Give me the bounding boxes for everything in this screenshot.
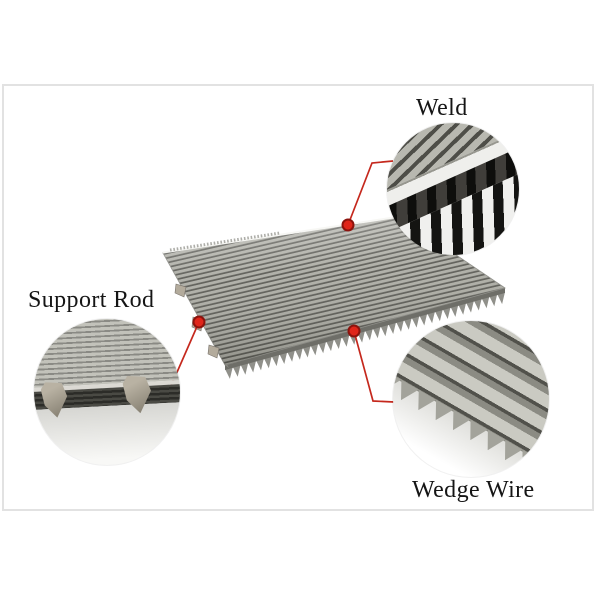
support-rod-marker-dot	[192, 315, 206, 329]
support-rod-end-nub	[174, 283, 187, 298]
weld-leader-line	[347, 160, 394, 226]
wedge-wire-inset-photo	[393, 321, 549, 477]
wedge-wire-marker-dot	[347, 324, 361, 338]
support-rod-inset-screen-side	[34, 319, 180, 391]
panel-top-edge-highlight	[162, 215, 401, 254]
panel-bottom-edge-band	[225, 288, 505, 370]
wedge-wire-detail-inset	[393, 321, 549, 477]
weld-inset-photo	[387, 123, 519, 255]
support-rod-end-nub	[207, 344, 220, 359]
wedge-wire-leader-line	[353, 330, 395, 403]
weld-marker-dot	[341, 218, 355, 232]
support-rod-detail-inset	[34, 319, 180, 465]
panel-top-edge-fringe	[169, 231, 281, 252]
wedge-wire-label: Wedge Wire	[412, 477, 535, 503]
weld-label: Weld	[416, 95, 468, 121]
weld-detail-inset	[387, 123, 519, 255]
callout-marker-dots	[192, 218, 361, 338]
support-rod-label: Support Rod	[28, 287, 155, 313]
support-rod-inset-photo	[34, 319, 180, 465]
